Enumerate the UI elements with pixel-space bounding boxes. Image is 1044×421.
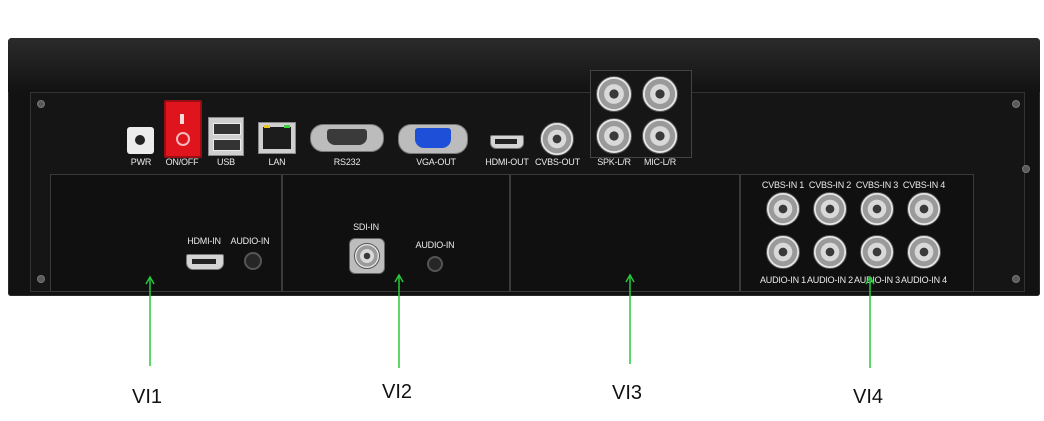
hdmi-in-label: HDMI-IN — [187, 236, 221, 246]
slot1-audio-jack[interactable] — [244, 252, 262, 270]
spk-l-bnc[interactable] — [596, 76, 632, 112]
slot-vi1 — [50, 174, 282, 292]
slot2-audio-in-label: AUDIO-IN — [415, 240, 455, 250]
arrowhead-vi2 — [394, 273, 404, 283]
cvbs-in-3-label: CVBS-IN 3 — [855, 180, 899, 190]
cvbs-in-3-bnc[interactable] — [860, 192, 894, 226]
usb-ports[interactable] — [208, 117, 244, 156]
audio-in-1-label: AUDIO-IN 1 — [759, 275, 806, 285]
audio-in-4-label: AUDIO-IN 4 — [900, 275, 947, 285]
arrowhead-vi3 — [625, 273, 635, 283]
cvbs-in-1-bnc[interactable] — [766, 192, 800, 226]
callout-vi1: VI1 — [132, 386, 163, 408]
arrowhead-vi1 — [145, 275, 155, 285]
device-top-edge — [8, 38, 1040, 92]
slot2-audio-jack[interactable] — [427, 256, 443, 272]
callout-vi4: VI4 — [853, 386, 884, 408]
pwr-label: PWR — [130, 157, 152, 167]
screw — [37, 100, 45, 108]
mic-label: MIC-L/R — [643, 157, 677, 167]
slot-vi3 — [510, 174, 740, 292]
mic-r-bnc[interactable] — [642, 118, 678, 154]
rs232-label: RS232 — [333, 157, 361, 167]
audio-in-1-bnc[interactable] — [766, 235, 800, 269]
vga-out-port[interactable] — [398, 124, 468, 154]
audio-in-2-label: AUDIO-IN 2 — [806, 275, 853, 285]
audio-in-3-bnc[interactable] — [860, 235, 894, 269]
callout-vi2: VI2 — [382, 381, 413, 403]
screw — [37, 275, 45, 283]
onoff-label: ON/OFF — [165, 157, 199, 167]
cvbs-in-4-label: CVBS-IN 4 — [902, 180, 946, 190]
cvbs-in-4-bnc[interactable] — [907, 192, 941, 226]
audio-in-4-bnc[interactable] — [907, 235, 941, 269]
cvbs-in-2-label: CVBS-IN 2 — [808, 180, 852, 190]
sdi-in-label: SDI-IN — [353, 222, 379, 232]
callout-vi3: VI3 — [612, 382, 643, 404]
rs232-port[interactable] — [310, 124, 384, 152]
screw — [1022, 165, 1030, 173]
cvbs-out-bnc[interactable] — [540, 122, 574, 156]
hdmi-out-port[interactable] — [490, 135, 524, 149]
screw — [1012, 100, 1020, 108]
power-jack[interactable] — [127, 127, 154, 154]
slot1-audio-in-label: AUDIO-IN — [230, 236, 270, 246]
lan-label: LAN — [268, 157, 286, 167]
cvbs-in-2-bnc[interactable] — [813, 192, 847, 226]
screw — [1012, 275, 1020, 283]
mic-l-bnc[interactable] — [642, 76, 678, 112]
slot-vi2 — [282, 174, 510, 292]
usb-label: USB — [217, 157, 235, 167]
cvbs-in-1-label: CVBS-IN 1 — [761, 180, 805, 190]
spk-label: SPK-L/R — [597, 157, 631, 167]
audio-in-2-bnc[interactable] — [813, 235, 847, 269]
lan-port[interactable] — [258, 122, 296, 154]
power-switch[interactable] — [164, 100, 202, 158]
hdmi-out-label: HDMI-OUT — [485, 157, 529, 167]
sdi-in-bnc[interactable] — [354, 243, 380, 269]
hdmi-in-port[interactable] — [186, 254, 224, 270]
spk-r-bnc[interactable] — [596, 118, 632, 154]
arrowhead-vi4 — [865, 275, 875, 285]
audio-in-3-label: AUDIO-IN 3 — [853, 275, 900, 285]
cvbs-out-label: CVBS-OUT — [535, 157, 580, 167]
vga-out-label: VGA-OUT — [416, 157, 456, 167]
